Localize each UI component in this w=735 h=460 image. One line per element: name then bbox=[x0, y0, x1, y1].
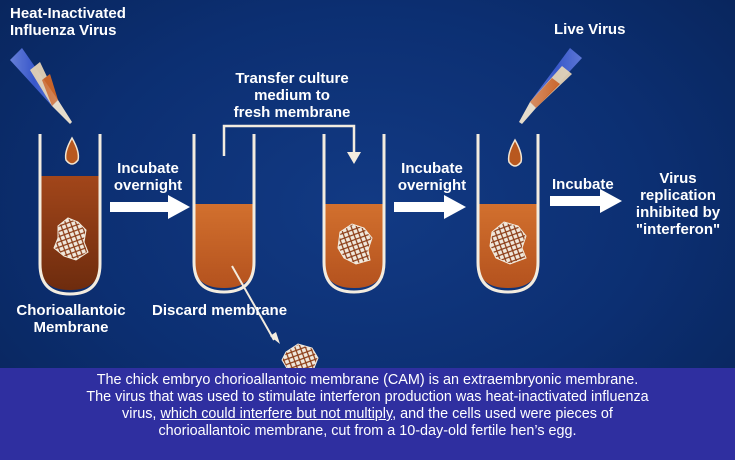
test-tube-2 bbox=[192, 134, 256, 294]
heat-inactivated-line2: Influenza Virus bbox=[10, 22, 117, 39]
discard-arrow bbox=[231, 265, 275, 341]
incubate-line1b: Incubate bbox=[401, 160, 463, 177]
incubate-line1a: Incubate bbox=[117, 160, 179, 177]
heat-inactivated-label: Heat-Inactivated Influenza Virus bbox=[10, 5, 126, 39]
membrane-piece-3 bbox=[337, 223, 373, 265]
discard-arrowhead bbox=[270, 332, 280, 344]
arrow-1 bbox=[110, 195, 190, 219]
incubate-line2b: overnight bbox=[397, 177, 467, 194]
caption-line1: The chick embryo chorioallantoic membran… bbox=[96, 372, 639, 388]
live-virus-label: Live Virus bbox=[554, 21, 626, 38]
incubate-overnight-label-1: Incubate overnight bbox=[108, 160, 188, 194]
result-line1: Virus bbox=[659, 170, 697, 187]
arrow-3 bbox=[550, 189, 622, 213]
discard-label: Discard membrane bbox=[152, 302, 288, 319]
result-line3: inhibited by bbox=[635, 204, 721, 221]
transfer-label: Transfer culture medium to fresh membran… bbox=[220, 70, 364, 121]
result-line2: replication bbox=[640, 187, 716, 204]
result-label: Virus replication inhibited by "interfer… bbox=[626, 170, 730, 238]
chorio-line1: Chorioallantoic bbox=[16, 302, 126, 319]
drop-right-icon bbox=[507, 138, 523, 167]
transfer-arrowhead bbox=[347, 152, 361, 164]
caption-line3-post: , and the cells used were pieces of bbox=[392, 406, 613, 422]
transfer-line3: fresh membrane bbox=[233, 104, 351, 121]
pipette-left-icon bbox=[10, 48, 72, 124]
chorioallantoic-label: Chorioallantoic Membrane bbox=[6, 302, 136, 336]
test-tube-1 bbox=[38, 134, 102, 296]
incubate-overnight-label-2: Incubate overnight bbox=[392, 160, 472, 194]
heat-inactivated-line1: Heat-Inactivated bbox=[10, 5, 126, 22]
membrane-piece-1 bbox=[53, 217, 89, 261]
test-tube-4 bbox=[476, 134, 540, 294]
caption-line3-pre: virus, bbox=[122, 406, 161, 422]
chorio-line2: Membrane bbox=[33, 319, 109, 336]
caption-line3: virus, which could interfere but not mul… bbox=[6, 406, 729, 423]
transfer-bracket bbox=[222, 124, 356, 156]
caption-band: The chick embryo chorioallantoic membran… bbox=[0, 368, 735, 460]
transfer-line1: Transfer culture bbox=[235, 70, 349, 87]
pipette-right-icon bbox=[519, 48, 582, 124]
caption-underlined-text: which could interfere but not multiply bbox=[160, 406, 393, 422]
membrane-piece-4 bbox=[489, 221, 527, 265]
incubate-line2a: overnight bbox=[113, 177, 183, 194]
incubate-label: Incubate bbox=[552, 176, 614, 193]
result-line4: "interferon" bbox=[635, 221, 721, 238]
transfer-line2: medium to bbox=[254, 87, 330, 104]
caption-line4: chorioallantoic membrane, cut from a 10-… bbox=[158, 423, 577, 439]
drop-left-icon bbox=[64, 136, 80, 165]
caption-line2: The virus that was used to stimulate int… bbox=[86, 389, 649, 405]
test-tube-3 bbox=[322, 134, 386, 294]
arrow-2 bbox=[394, 195, 466, 219]
